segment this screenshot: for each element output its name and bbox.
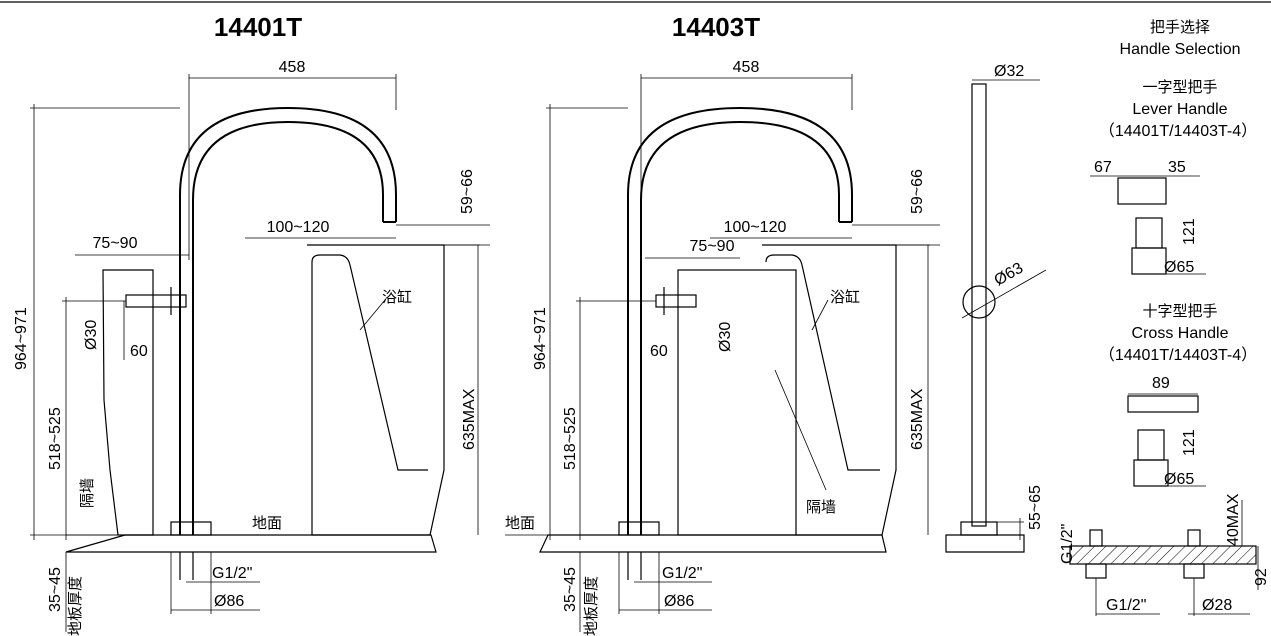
left-dim-handle-height: 518~525 (47, 407, 64, 470)
mount-detail: G1/2" Ø28 G1/2" 40MAX 92 (1059, 493, 1270, 616)
cross-dim-dia: Ø65 (1164, 471, 1194, 488)
left-wall (102, 269, 154, 536)
right-dim-tub: 635MAX (909, 388, 926, 450)
cross-handle-stem (1137, 429, 1165, 461)
lever-handle-body (1117, 177, 1167, 205)
lever-handle-base (1131, 247, 1167, 275)
right-floor-slab (539, 534, 887, 553)
left-faucet-spout-inner (192, 120, 384, 535)
left-dim-floor-thickness: 35~45 (47, 567, 64, 612)
cross-name-cn: 十字型把手 (1142, 302, 1217, 320)
left-dim-base: Ø86 (214, 593, 244, 610)
right-tub-leader (811, 299, 829, 331)
right-dim-pipe: Ø30 (717, 322, 734, 352)
right-dim-total-height: 964~971 (532, 307, 549, 370)
lever-name-cn: 一字型把手 (1142, 78, 1217, 96)
cross-handle-bar (1127, 395, 1199, 413)
lever-dim-left: 67 (1094, 159, 1112, 176)
side-base (960, 521, 998, 536)
side-dim-base-height: 55~65 (1027, 485, 1044, 530)
cross-dim-width: 89 (1152, 375, 1170, 392)
side-dim-ring: Ø63 (992, 260, 1027, 290)
side-tube (971, 83, 987, 527)
right-dim-top: 458 (733, 59, 760, 76)
left-floor-slab (65, 534, 437, 553)
mount-dim-thread: G1/2" (1106, 597, 1146, 614)
right-faucet-base (618, 521, 660, 536)
left-label-floor-thickness: 地板厚度 (66, 576, 84, 636)
lever-dim-dia: Ø65 (1164, 259, 1194, 276)
right-dim-floor-thickness: 35~45 (562, 567, 579, 612)
right-dim-wall-offset: 75~90 (690, 238, 735, 255)
mount-dim-92: 92 (1253, 568, 1270, 586)
left-dim-total-height: 964~971 (13, 307, 30, 370)
right-wall-leader (774, 369, 827, 491)
right-handle-valve (655, 294, 697, 308)
right-label-floor: 地面 (505, 514, 535, 532)
right-label-floor-thickness: 地板厚度 (582, 576, 600, 636)
side-ring-dim-line (961, 269, 1047, 319)
model-title-right: 14403T (672, 12, 760, 42)
left-dim-60: 60 (130, 343, 148, 360)
left-label-floor: 地面 (252, 514, 282, 532)
right-label-tub: 浴缸 (830, 288, 860, 306)
mount-bolt-right (1187, 529, 1201, 547)
right-dim-spout-drop: 59~66 (909, 169, 926, 214)
right-wall (677, 269, 797, 536)
mount-nut-right (1183, 563, 1205, 579)
side-floor (945, 534, 1025, 553)
left-tub-leader (359, 299, 386, 331)
lever-codes: （14401T/14403T-4） (1099, 122, 1257, 140)
cross-codes: （14401T/14403T-4） (1099, 346, 1257, 364)
lever-dim-height: 121 (1181, 218, 1198, 245)
left-view: 458 59~66 100~120 75~90 964~971 518~525 … (13, 59, 490, 636)
left-label-wall: 隔墙 (78, 478, 96, 508)
mount-slab (1069, 545, 1257, 565)
right-dim-thread: G1/2" (662, 565, 702, 582)
handle-panel-title-en: Handle Selection (1120, 41, 1241, 58)
mount-dim-thread-side: G1/2" (1059, 524, 1076, 564)
right-dim-base: Ø86 (664, 593, 694, 610)
right-dim-spout-reach: 100~120 (724, 219, 787, 236)
mount-dim-pipe: Ø28 (1202, 597, 1232, 614)
left-faucet-base (170, 521, 212, 536)
left-faucet-spout (179, 106, 397, 535)
right-bathtub (762, 244, 897, 536)
side-ring (962, 285, 996, 319)
right-label-wall: 隔墙 (806, 498, 836, 516)
lever-dim-right: 35 (1168, 159, 1186, 176)
left-dim-top: 458 (279, 59, 306, 76)
lever-name-en: Lever Handle (1132, 101, 1227, 118)
left-dim-tub: 635MAX (461, 388, 478, 450)
side-view: Ø32 Ø63 55~65 (945, 63, 1047, 553)
mount-dim-max: 40MAX (1225, 493, 1242, 546)
right-faucet-spout-inner (640, 120, 840, 535)
model-title-left: 14401T (214, 12, 302, 42)
handle-panel: 把手选择 Handle Selection 一字型把手 Lever Handle… (1090, 18, 1257, 488)
mount-bolt-left (1089, 529, 1103, 547)
left-dim-thread: G1/2" (212, 565, 252, 582)
left-dim-spout-reach: 100~120 (267, 219, 330, 236)
left-dim-pipe: Ø30 (83, 320, 100, 350)
right-view: 458 59~66 100~120 75~90 964~971 518~525 … (505, 59, 940, 636)
right-dim-60: 60 (650, 343, 668, 360)
left-bathtub (307, 244, 445, 536)
handle-panel-title-cn: 把手选择 (1150, 18, 1210, 36)
cross-dim-height: 121 (1181, 429, 1198, 456)
left-label-tub: 浴缸 (382, 288, 412, 306)
left-dim-wall-offset: 75~90 (93, 235, 138, 252)
cross-handle-base (1133, 459, 1169, 487)
cross-name-en: Cross Handle (1132, 325, 1229, 342)
right-dim-handle-height: 518~525 (562, 407, 579, 470)
left-handle-valve (125, 294, 187, 308)
right-faucet-spout (627, 106, 853, 535)
mount-nut-left (1085, 563, 1107, 579)
lever-handle-stem (1135, 217, 1163, 249)
side-dim-tube: Ø32 (994, 63, 1024, 80)
left-dim-spout-drop: 59~66 (459, 169, 476, 214)
